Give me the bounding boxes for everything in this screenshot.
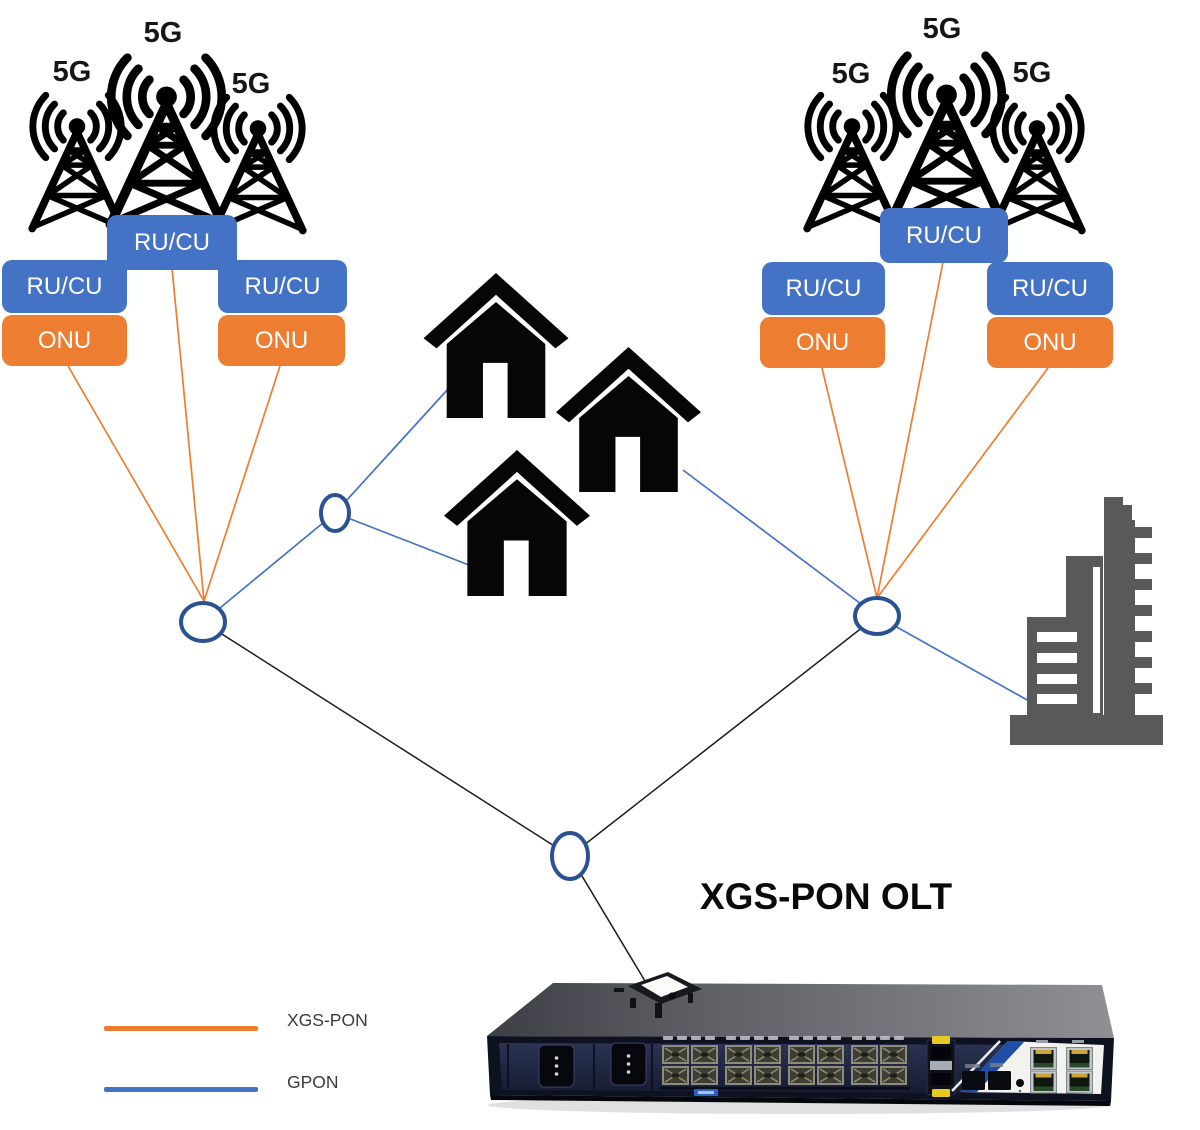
cell-tower-icon bbox=[110, 58, 222, 225]
legend-line-xgspon bbox=[104, 1026, 258, 1031]
splitter-node bbox=[853, 596, 901, 636]
cell-tower-icon bbox=[890, 56, 1002, 223]
house-icon bbox=[444, 450, 590, 596]
rucu-box: RU/CU bbox=[218, 260, 347, 313]
xgspon-links bbox=[67, 261, 1049, 602]
house-icon bbox=[556, 347, 701, 492]
uplink-sfp-module bbox=[926, 1036, 956, 1097]
cell-tower-icon bbox=[32, 95, 122, 228]
splitter-node bbox=[319, 493, 351, 533]
splitter-node bbox=[550, 831, 590, 881]
eth-slot bbox=[988, 1071, 1011, 1090]
chassis-top bbox=[487, 983, 1114, 1038]
rucu-box: RU/CU bbox=[987, 262, 1113, 315]
olt-device bbox=[487, 972, 1114, 1114]
reset-button bbox=[1016, 1079, 1024, 1087]
onu-box: ONU bbox=[987, 317, 1113, 368]
olt-top-module bbox=[614, 972, 702, 1018]
five-g-label: 5G bbox=[143, 17, 183, 49]
legend-line-gpon bbox=[104, 1087, 258, 1092]
rucu-box: RU/CU bbox=[2, 260, 127, 313]
diagram-title: XGS-PON OLT bbox=[700, 876, 953, 917]
rucu-box: RU/CU bbox=[762, 262, 885, 315]
cell-tower-icon bbox=[807, 95, 897, 228]
cell-tower-icon bbox=[213, 97, 303, 230]
five-g-label: 5G bbox=[231, 68, 271, 100]
onu-box: ONU bbox=[2, 315, 127, 366]
port-label-strip bbox=[663, 1036, 904, 1040]
power-inlet bbox=[538, 1044, 575, 1088]
office-building-icon bbox=[1010, 497, 1163, 745]
house-icon bbox=[423, 273, 569, 418]
rucu-box: RU/CU bbox=[880, 208, 1008, 263]
five-g-label: 5G bbox=[1012, 57, 1052, 89]
onu-box: ONU bbox=[760, 317, 885, 368]
gpon-links bbox=[202, 387, 1030, 702]
splitter-node bbox=[179, 601, 227, 643]
gpon-slot bbox=[962, 1071, 985, 1090]
onu-box: ONU bbox=[218, 315, 345, 366]
power-inlet bbox=[610, 1042, 647, 1086]
five-g-label: 5G bbox=[52, 56, 92, 88]
five-g-label: 5G bbox=[831, 58, 871, 90]
trunk-links bbox=[202, 615, 878, 982]
five-g-label: 5G bbox=[922, 13, 962, 45]
legend-label-xgspon: XGS-PON bbox=[287, 1010, 368, 1030]
legend-label-gpon: GPON bbox=[287, 1072, 339, 1092]
splitter-nodes bbox=[179, 493, 901, 881]
rucu-box: RU/CU bbox=[107, 215, 237, 270]
